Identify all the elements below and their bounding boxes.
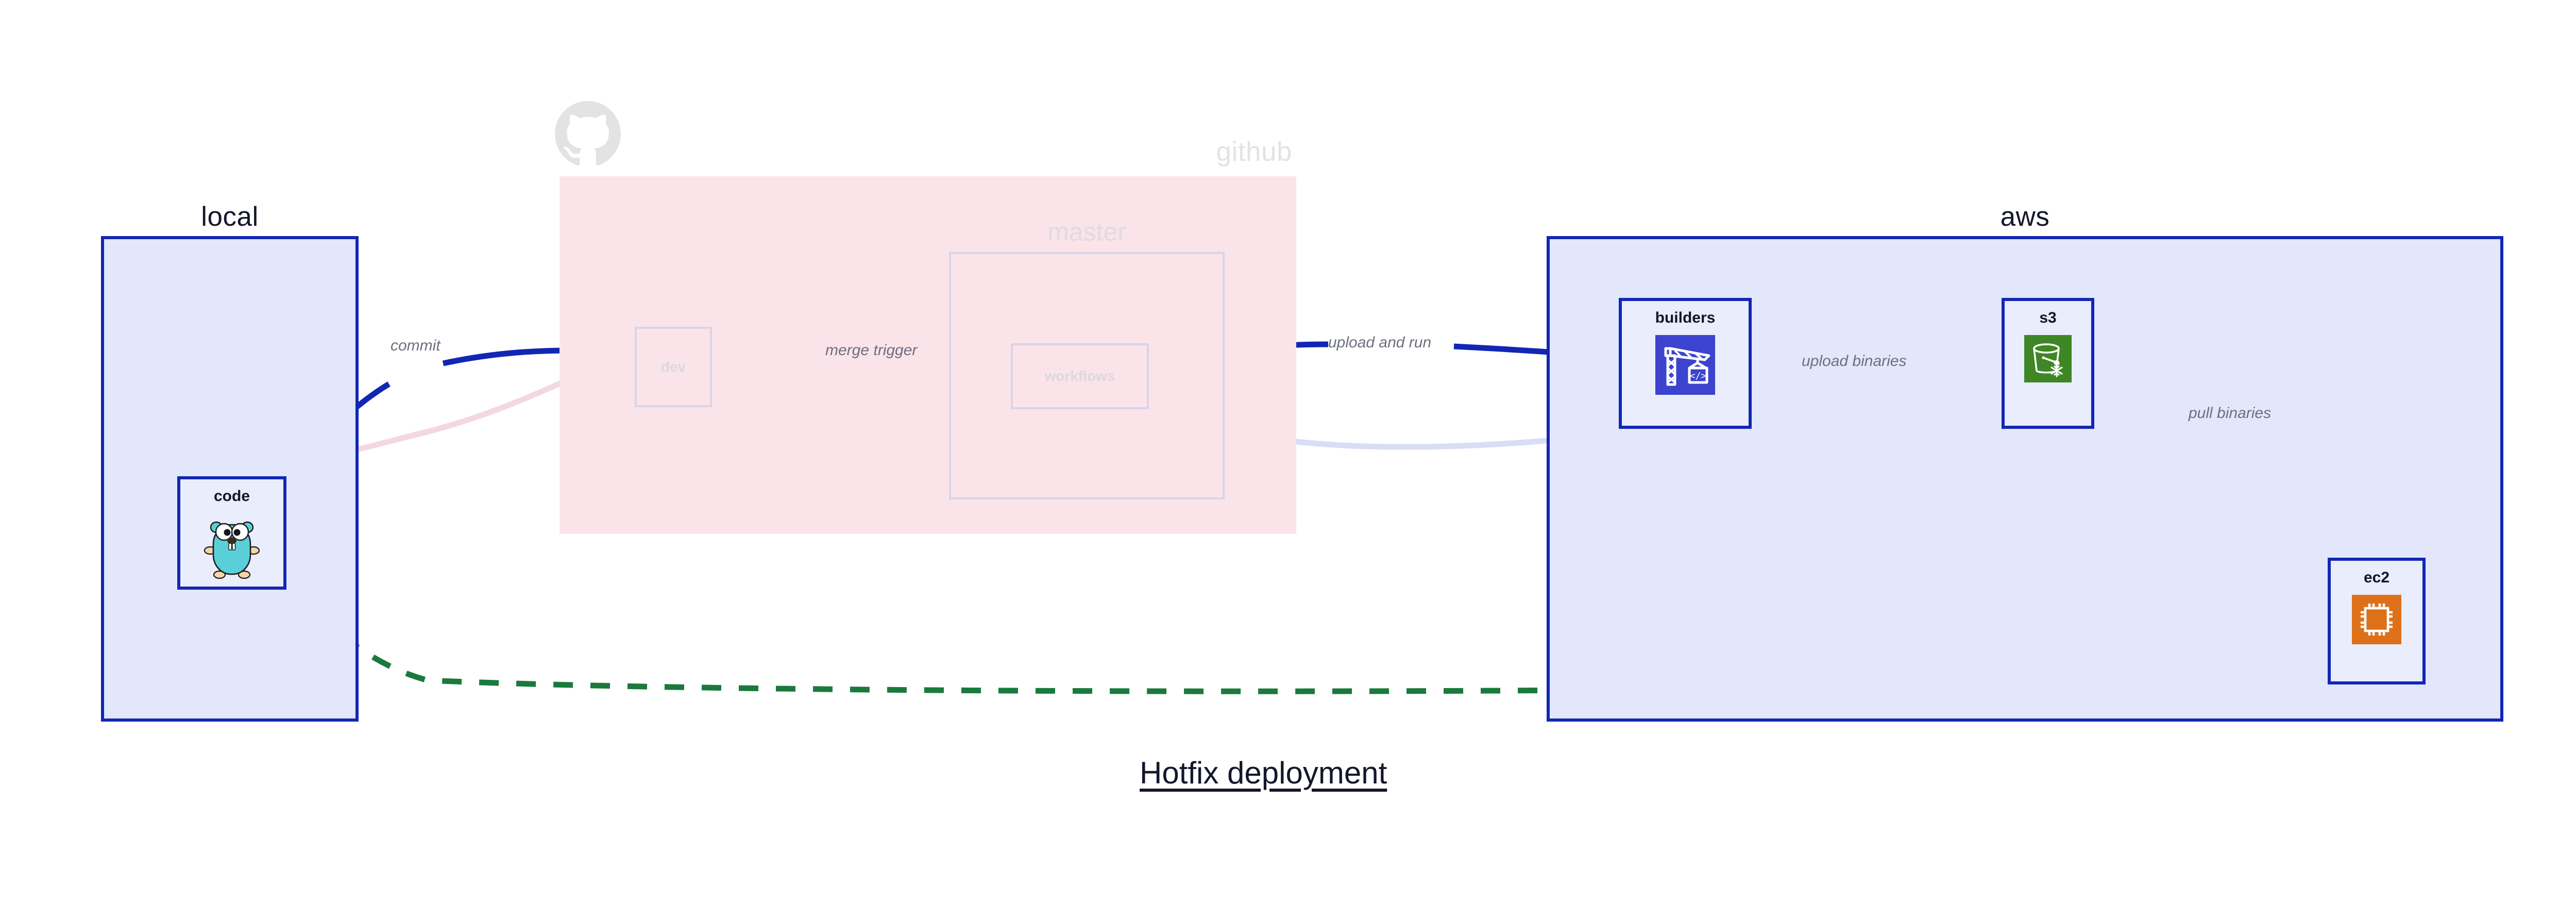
edge-label-commit: commit (391, 337, 440, 354)
node-ec2-label: ec2 (2363, 569, 2390, 586)
aws-ec2-icon (2352, 595, 2401, 647)
node-dev[interactable]: dev (635, 327, 712, 407)
cluster-local-title: local (201, 202, 259, 232)
node-s3[interactable]: s3 (2002, 298, 2094, 429)
edge-label-pull-binaries: pull binaries (2189, 405, 2272, 422)
node-s3-label: s3 (2039, 309, 2057, 326)
node-dev-label: dev (660, 359, 686, 375)
cluster-github-title: github (1216, 137, 1292, 167)
node-builders[interactable]: builders </> (1619, 298, 1752, 429)
aws-s3-glacier-icon (2024, 335, 2072, 385)
go-gopher-icon (204, 513, 260, 582)
edge-label-merge-trigger: merge trigger (825, 342, 918, 359)
diagram-title: Hotfix deployment (1140, 756, 1387, 790)
cluster-aws-title: aws (2000, 202, 2050, 232)
edge-label-upload-binaries: upload binaries (1802, 353, 1907, 370)
node-ec2[interactable]: ec2 (2328, 558, 2426, 684)
aws-codebuild-icon: </> (1655, 335, 1715, 397)
github-octocat-icon (555, 101, 621, 167)
node-workflows-label: workflows (1044, 368, 1115, 384)
node-code-label: code (213, 488, 250, 505)
node-code[interactable]: code (177, 476, 286, 590)
node-workflows[interactable]: workflows (1011, 343, 1149, 409)
subcluster-master-title: master (1047, 218, 1126, 246)
svg-text:</>: </> (1690, 371, 1707, 381)
edge-label-upload-and-run: upload and run (1328, 334, 1432, 351)
subcluster-master[interactable]: master (949, 218, 1225, 499)
node-builders-label: builders (1655, 309, 1716, 326)
